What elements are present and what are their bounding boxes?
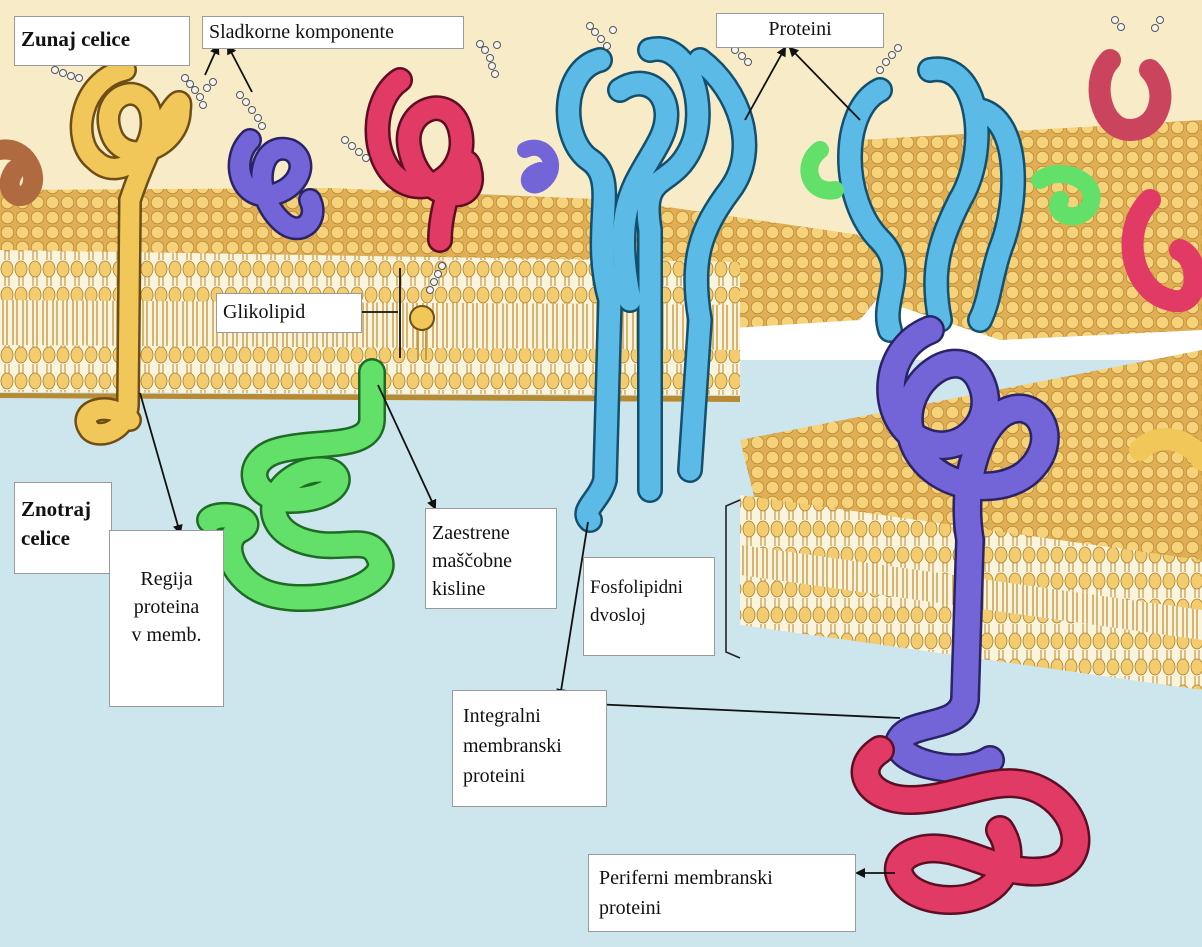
label-esterified-fatty-acids: Zaestrene maščobne kisline (425, 508, 557, 609)
label-proteins: Proteini (716, 13, 884, 48)
label-membrane-region: Regija proteina v memb. (109, 530, 224, 707)
label-outside-cell: Zunaj celice (14, 16, 190, 66)
label-peripheral-proteins: Periferni membranski proteini (588, 854, 856, 932)
label-phospholipid-bilayer: Fosfolipidni dvosloj (583, 557, 715, 656)
label-inside-cell: Znotraj celice (14, 482, 112, 574)
label-glycolipid-text: Glikolipid (223, 300, 355, 325)
label-outside-text: Zunaj celice (21, 27, 183, 52)
label-integral-proteins: Integralni membranski proteini (452, 690, 607, 807)
label-region-text-3: v memb. (116, 621, 217, 649)
label-region-text-2: proteina (116, 593, 217, 621)
label-fatty-text-3: kisline (432, 575, 550, 603)
label-region-text-1: Regija (116, 565, 217, 593)
label-integral-text-3: proteini (463, 761, 600, 791)
label-peripheral-text-1: Periferni membranski (599, 863, 849, 893)
brown-protein (0, 149, 33, 196)
label-bilayer-text-2: dvosloj (590, 602, 708, 630)
label-peripheral-text-2: proteini (599, 893, 849, 923)
label-integral-text-1: Integralni (463, 701, 600, 731)
label-fatty-text-2: maščobne (432, 547, 550, 575)
label-sugar-text: Sladkorne komponente (209, 20, 457, 45)
label-glycolipid: Glikolipid (216, 293, 362, 333)
label-integral-text-2: membranski (463, 731, 600, 761)
label-sugar-components: Sladkorne komponente (202, 16, 464, 49)
label-bilayer-text-1: Fosfolipidni (590, 574, 708, 602)
label-fatty-text-1: Zaestrene (432, 519, 550, 547)
label-inside-text-2: celice (21, 524, 105, 553)
small-purple-protein (525, 148, 551, 186)
label-inside-text-1: Znotraj (21, 495, 105, 524)
label-proteins-text: Proteini (723, 17, 877, 42)
